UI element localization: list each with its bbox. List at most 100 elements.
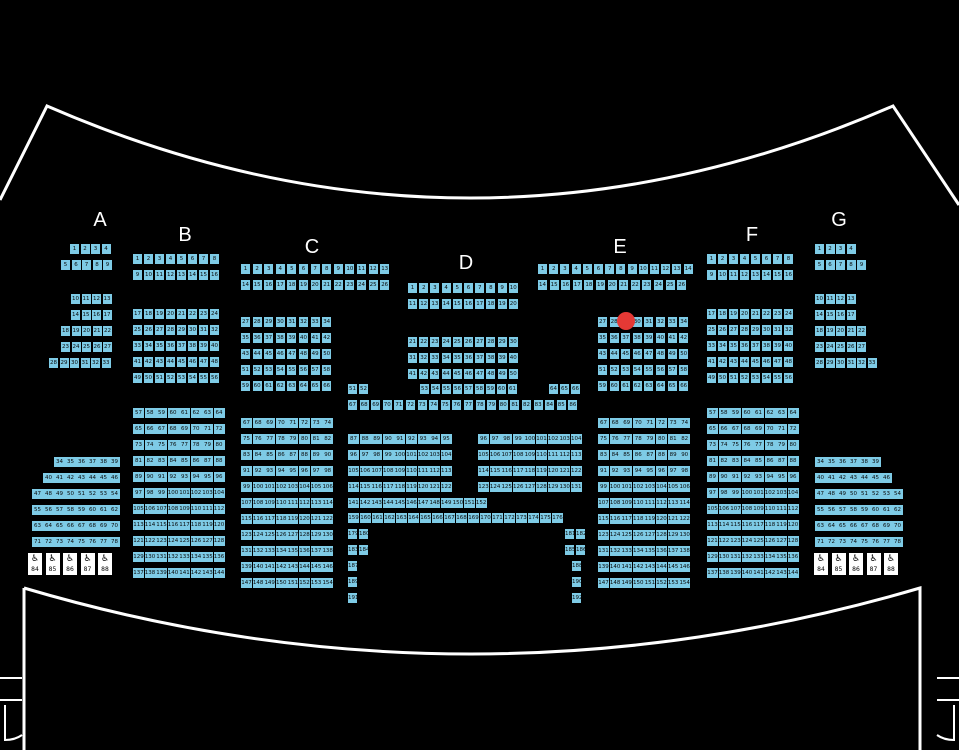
wheelchair-seat-85[interactable]: ♿85 xyxy=(831,553,846,575)
seat-d-35[interactable]: 35 xyxy=(452,353,462,363)
seat-b-108[interactable]: 108 xyxy=(167,504,179,514)
seat-e-136[interactable]: 136 xyxy=(656,546,667,556)
seat-f-92[interactable]: 92 xyxy=(741,472,753,482)
seat-b-51[interactable]: 51 xyxy=(155,373,164,383)
seat-b-59[interactable]: 59 xyxy=(156,408,167,418)
seat-b-111[interactable]: 111 xyxy=(202,504,213,514)
seat-b-89[interactable]: 89 xyxy=(133,472,144,482)
seat-d-97[interactable]: 97 xyxy=(359,450,371,460)
seat-c-121[interactable]: 121 xyxy=(310,514,322,524)
seat-b-28[interactable]: 28 xyxy=(166,325,175,335)
seat-g-47[interactable]: 47 xyxy=(815,489,826,499)
seat-e-14[interactable]: 14 xyxy=(683,264,693,274)
seat-c-135[interactable]: 135 xyxy=(287,546,299,556)
seat-e-39[interactable]: 39 xyxy=(644,333,654,343)
seat-g-54[interactable]: 54 xyxy=(892,489,903,499)
seat-d-21[interactable]: 21 xyxy=(408,337,417,347)
seat-c-19[interactable]: 19 xyxy=(299,280,308,290)
seat-e-153[interactable]: 153 xyxy=(667,578,679,588)
seat-d-111[interactable]: 111 xyxy=(417,466,429,476)
seat-c-90[interactable]: 90 xyxy=(322,450,334,460)
seat-c-137[interactable]: 137 xyxy=(310,546,322,556)
seat-a-38[interactable]: 38 xyxy=(98,457,109,467)
seat-c-23[interactable]: 23 xyxy=(345,280,355,290)
seat-e-122[interactable]: 122 xyxy=(679,514,691,524)
seat-f-137[interactable]: 137 xyxy=(707,568,718,578)
seat-e-76[interactable]: 76 xyxy=(609,434,621,444)
seat-b-19[interactable]: 19 xyxy=(155,309,164,319)
seat-c-61[interactable]: 61 xyxy=(264,381,274,391)
seat-e-54[interactable]: 54 xyxy=(632,365,642,375)
seat-a-17[interactable]: 17 xyxy=(102,310,112,320)
seat-b-83[interactable]: 83 xyxy=(156,456,167,466)
seat-b-33[interactable]: 33 xyxy=(133,341,142,351)
seat-g-39[interactable]: 39 xyxy=(870,457,881,467)
seat-g-71[interactable]: 71 xyxy=(815,537,826,547)
seat-a-42[interactable]: 42 xyxy=(65,473,76,483)
seat-e-104[interactable]: 104 xyxy=(656,482,667,492)
seat-b-102[interactable]: 102 xyxy=(190,488,202,498)
seat-f-98[interactable]: 98 xyxy=(718,488,730,498)
seat-e-57[interactable]: 57 xyxy=(667,365,677,375)
seat-d-143[interactable]: 143 xyxy=(371,498,383,508)
seat-f-68[interactable]: 68 xyxy=(741,424,753,434)
seat-b-20[interactable]: 20 xyxy=(166,309,175,319)
seat-f-65[interactable]: 65 xyxy=(707,424,718,434)
wheelchair-seat-87[interactable]: ♿87 xyxy=(866,553,881,575)
seat-e-15[interactable]: 15 xyxy=(549,280,559,290)
seat-g-58[interactable]: 58 xyxy=(848,505,859,515)
seat-d-98[interactable]: 98 xyxy=(371,450,383,460)
seat-c-18[interactable]: 18 xyxy=(287,280,297,290)
seat-b-2[interactable]: 2 xyxy=(144,254,153,264)
seat-b-76[interactable]: 76 xyxy=(167,440,179,450)
seat-c-100[interactable]: 100 xyxy=(252,482,264,492)
seat-c-144[interactable]: 144 xyxy=(299,562,310,572)
seat-f-81[interactable]: 81 xyxy=(707,456,718,466)
seat-d-18[interactable]: 18 xyxy=(486,299,496,309)
seat-e-119[interactable]: 119 xyxy=(644,514,656,524)
seat-c-98[interactable]: 98 xyxy=(322,466,334,476)
seat-e-88[interactable]: 88 xyxy=(656,450,667,460)
seat-b-91[interactable]: 91 xyxy=(156,472,167,482)
seat-f-89[interactable]: 89 xyxy=(707,472,718,482)
seat-g-15[interactable]: 15 xyxy=(825,310,835,320)
seat-d-148[interactable]: 148 xyxy=(429,498,441,508)
seat-c-145[interactable]: 145 xyxy=(310,562,322,572)
seat-c-75[interactable]: 75 xyxy=(241,434,252,444)
seat-a-47[interactable]: 47 xyxy=(32,489,43,499)
seat-d-99[interactable]: 99 xyxy=(512,434,524,444)
seat-c-149[interactable]: 149 xyxy=(264,578,276,588)
seat-g-5[interactable]: 5 xyxy=(815,260,824,270)
seat-d-184[interactable]: 184 xyxy=(359,545,368,555)
seat-f-42[interactable]: 42 xyxy=(718,357,727,367)
seat-c-118[interactable]: 118 xyxy=(275,514,287,524)
seat-b-95[interactable]: 95 xyxy=(202,472,213,482)
seat-e-3[interactable]: 3 xyxy=(560,264,570,274)
seat-g-59[interactable]: 59 xyxy=(859,505,870,515)
seat-d-59[interactable]: 59 xyxy=(486,384,495,394)
seat-b-121[interactable]: 121 xyxy=(133,536,144,546)
seat-f-133[interactable]: 133 xyxy=(753,552,764,562)
seat-c-115[interactable]: 115 xyxy=(241,514,252,524)
seat-g-64[interactable]: 64 xyxy=(826,521,837,531)
seat-e-109[interactable]: 109 xyxy=(621,498,633,508)
seat-b-27[interactable]: 27 xyxy=(155,325,164,335)
seat-b-94[interactable]: 94 xyxy=(190,472,202,482)
seat-b-113[interactable]: 113 xyxy=(133,520,144,530)
seat-b-144[interactable]: 144 xyxy=(213,568,225,578)
seat-d-115[interactable]: 115 xyxy=(489,466,501,476)
seat-e-85[interactable]: 85 xyxy=(621,450,633,460)
seat-c-15[interactable]: 15 xyxy=(252,280,262,290)
seat-f-36[interactable]: 36 xyxy=(740,341,749,351)
seat-d-87[interactable]: 87 xyxy=(348,434,359,444)
seat-b-66[interactable]: 66 xyxy=(144,424,156,434)
seat-f-1[interactable]: 1 xyxy=(707,254,716,264)
seat-e-144[interactable]: 144 xyxy=(656,562,667,572)
seat-g-67[interactable]: 67 xyxy=(859,521,870,531)
seat-d-131[interactable]: 131 xyxy=(570,482,582,492)
seat-d-58[interactable]: 58 xyxy=(475,384,484,394)
seat-e-4[interactable]: 4 xyxy=(571,264,581,274)
seat-f-46[interactable]: 46 xyxy=(762,357,771,367)
seat-f-116[interactable]: 116 xyxy=(741,520,753,530)
seat-c-93[interactable]: 93 xyxy=(264,466,276,476)
